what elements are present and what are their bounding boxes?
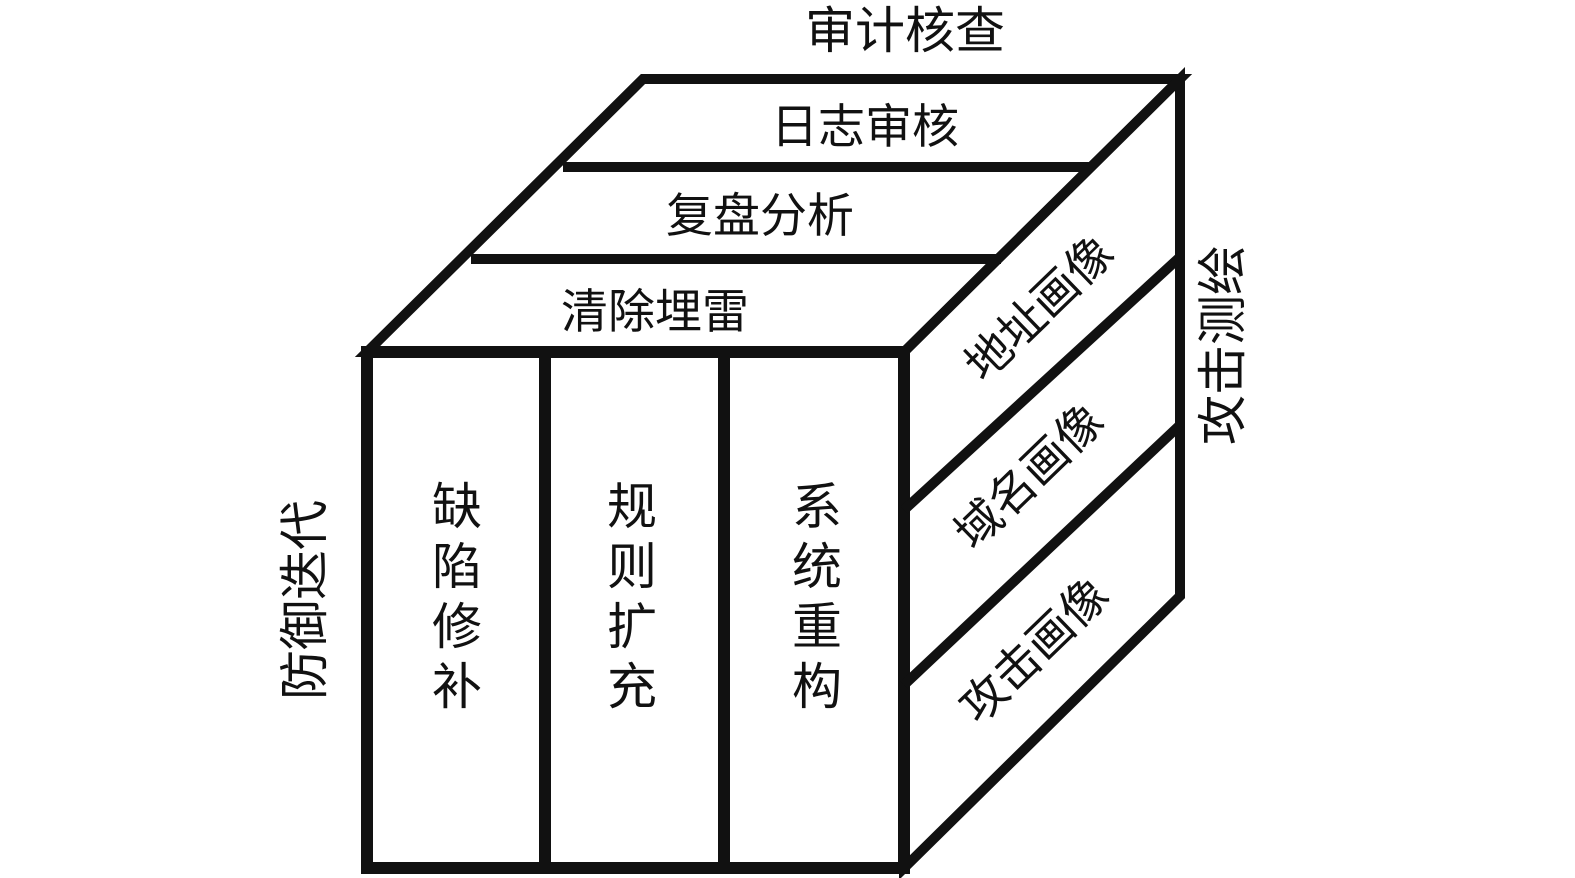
axis-label-left: 防御迭代	[276, 500, 334, 700]
front-column-label-2: 规 则 扩 充	[607, 478, 657, 716]
top-layer-label-2: 复盘分析	[666, 189, 854, 244]
top-layer-label-3: 清除埋雷	[561, 285, 749, 340]
axis-label-right: 攻击测绘	[1194, 245, 1252, 445]
front-column-label-1: 缺 陷 修 补	[432, 478, 482, 716]
top-layer-label-1: 日志审核	[771, 100, 959, 155]
side-divider-1	[900, 253, 1184, 514]
front-column-2-char-2: 则	[607, 538, 657, 596]
front-column-3-char-4: 构	[792, 658, 842, 716]
front-column-label-3: 系 统 重 构	[792, 478, 842, 716]
cube-front-face	[361, 346, 910, 874]
top-face-dividers	[471, 162, 1093, 264]
front-face-dividers	[539, 358, 730, 862]
side-divider-2	[900, 421, 1184, 689]
front-column-1-char-2: 陷	[432, 538, 482, 596]
front-column-2-char-3: 扩	[607, 598, 657, 656]
front-column-3-char-2: 统	[792, 538, 842, 596]
side-face-dividers	[900, 253, 1184, 689]
front-column-1-char-1: 缺	[432, 478, 482, 536]
front-column-1-char-4: 补	[432, 658, 482, 716]
axis-label-top: 审计核查	[805, 2, 1005, 60]
front-column-3-char-3: 重	[792, 598, 842, 656]
front-column-3-char-1: 系	[792, 478, 842, 536]
front-column-2-char-1: 规	[607, 478, 657, 536]
front-column-1-char-3: 修	[432, 598, 482, 656]
cube-structure	[354, 67, 1193, 878]
front-column-2-char-4: 充	[607, 658, 657, 716]
